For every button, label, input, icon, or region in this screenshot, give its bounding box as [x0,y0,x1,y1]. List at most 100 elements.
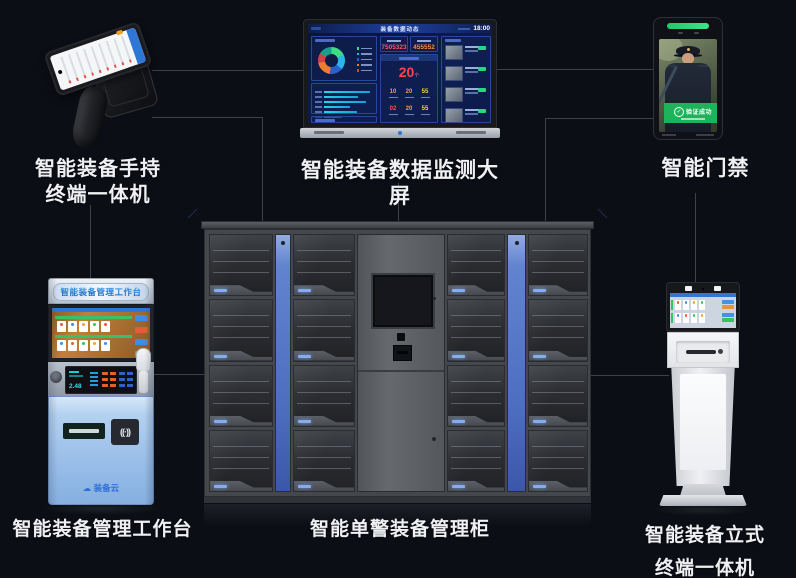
floor-reflection [204,504,591,526]
corner-accent [597,208,608,219]
label-monitor: 智能装备数据监测大屏 [301,159,499,208]
refresh-icon [694,32,699,34]
meter-value: 2.48 [69,383,82,390]
footer-text-stub [662,134,676,136]
grid-value: 20 [405,89,413,95]
big-stat-panel: 20个 10 20 55 02 20 55 [380,54,438,123]
grid-value: 20 [405,106,413,112]
label-workstation: 智能装备管理工作台 [12,519,193,540]
label-handheld: 智能装备手持终端一体机 [35,158,161,206]
donut-panel [311,36,377,81]
control-panel: 2.48 [65,366,137,394]
camera-icon [714,286,721,291]
kiosk-body [671,368,735,486]
speaker-icon [50,371,62,383]
officer-photo: ✓ 验证成功 [659,39,717,132]
brand-text: 装备云 [93,483,120,493]
kiosk-front-panel [680,374,726,470]
status-badge [478,109,486,113]
connector-line [545,118,546,222]
dashboard-screen: 装备数据动态 18:00 [308,24,492,123]
dashboard-title: 装备数据动态 [380,26,420,33]
corner-accent [187,208,198,219]
status-badge [478,67,486,71]
connector-line [154,374,208,375]
scanner-window [397,333,405,341]
scanner-gun [136,348,151,372]
contactless-icon: ((·)) [120,427,131,437]
locker-cell [293,429,355,492]
locker-cell [209,364,273,427]
equipment-thumbnail [445,45,463,60]
status-light [667,23,709,29]
cabinet-body [204,229,591,497]
nfc-pad: ((·)) [111,419,139,445]
monitor-device: 装备数据动态 18:00 [303,19,497,128]
status-badge [478,88,486,92]
bar-chart-panel [311,83,377,118]
kiosk-base [659,495,747,506]
stat-right-value: 455552 [413,44,435,51]
grid-value: 10 [389,89,397,95]
locker-cell [293,299,355,362]
control-deck: 2.48 [48,348,154,396]
locker-cell [209,429,273,492]
kiosk-screen-head [666,282,740,332]
locker-cell [528,234,588,297]
locker-cell [447,234,505,297]
locker-cell [528,429,588,492]
connector-line [588,375,669,376]
kiosk-neck [680,484,726,496]
kiosk-screen [670,293,736,328]
bottom-strip-panel [311,116,377,123]
stat-left-value: 7505323 [381,44,407,51]
equipment-row [445,85,487,103]
workstation-device: 智能装备管理工作台 [48,278,154,505]
floor-shadow [652,504,754,516]
footer-text-stub [696,134,714,136]
locker-cell [209,299,273,362]
big-stat-value: 20 [398,64,415,80]
label-kiosk: 智能装备立式终端一体机 [644,525,765,578]
label-cabinet: 智能单警装备管理柜 [309,519,490,540]
connector-line [497,69,653,70]
locker-cell [528,364,588,427]
brand-logo: ☁ 装备云 [49,482,153,494]
camera-icon [685,286,692,291]
equipment-thumbnail [445,87,463,102]
stat-box-right: 455552 [410,36,438,52]
check-circle-icon: ✓ [673,106,684,117]
chart-legend [356,47,372,75]
equipment-row [445,64,487,82]
label-access: 智能门禁 [661,157,750,180]
kiosk-device [659,282,747,506]
access-control-device: ✓ 验证成功 [653,17,723,140]
verify-banner: ✓ 验证成功 [664,103,717,123]
verify-text: 验证成功 [685,110,712,116]
card-reader-slot [63,423,105,439]
workstation-lower-body: ((·)) ☁ 装备云 [48,396,154,505]
locker-cell [447,429,505,492]
keyhole [432,437,436,441]
locker-cell [447,364,505,427]
grid-value: 02 [389,106,397,112]
blue-pillar [507,234,526,492]
grid-value: 55 [421,89,429,95]
connector-line [545,118,653,119]
equipment-list-panel [441,36,491,123]
stat-box-left: 7505323 [380,36,408,52]
grid-value: 55 [421,106,429,112]
round-button [718,349,723,354]
dashboard-time: 18:00 [473,25,490,32]
locker-cell [293,364,355,427]
center-console [357,234,445,492]
equipment-row [445,106,487,123]
camera-icon [702,287,704,290]
console-screen [371,273,435,329]
big-stat-unit: 个 [414,73,420,79]
cabinet-top [201,221,594,229]
locker-cell [528,299,588,362]
scanner-gun-grip [139,371,148,393]
locker-cell [293,234,355,297]
